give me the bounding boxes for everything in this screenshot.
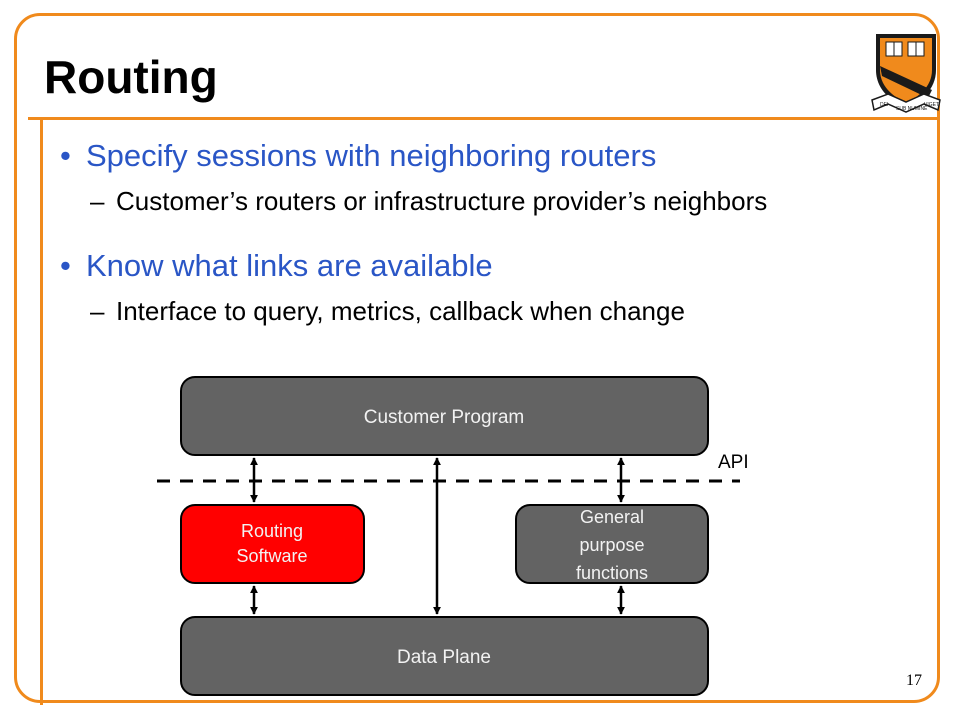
customer-program-label: Customer Program bbox=[364, 407, 525, 428]
sub-bullet-2: –Interface to query, metrics, callback w… bbox=[90, 296, 685, 327]
general-purpose-box bbox=[515, 504, 709, 584]
page-number: 17 bbox=[906, 672, 922, 689]
slide-title: Routing bbox=[44, 51, 218, 103]
university-shield-icon: DEI SUB NUMINE VIGET bbox=[871, 34, 941, 113]
bullet-2: • Know what links are available bbox=[60, 248, 493, 284]
general-purpose-line-3: functions bbox=[576, 563, 648, 583]
general-purpose-line-2: purpose bbox=[579, 535, 644, 555]
sub-bullet-1-text: Customer’s routers or infrastructure pro… bbox=[116, 186, 768, 216]
data-plane-box bbox=[180, 616, 709, 696]
left-divider bbox=[40, 117, 43, 705]
routing-software-box bbox=[180, 504, 365, 584]
slide-frame bbox=[14, 13, 940, 703]
sub-bullet-2-text: Interface to query, metrics, callback wh… bbox=[116, 296, 685, 326]
data-plane-label: Data Plane bbox=[397, 647, 491, 668]
sub-bullet-dash: – bbox=[90, 186, 105, 216]
customer-program-box bbox=[180, 376, 709, 456]
routing-software-line-2: Software bbox=[236, 546, 307, 566]
api-label: API bbox=[718, 452, 749, 473]
title-divider bbox=[28, 117, 940, 120]
general-purpose-line-1: General bbox=[580, 507, 644, 527]
motto-center: SUB NUMINE bbox=[896, 106, 928, 112]
bullet-2-text: Know what links are available bbox=[86, 248, 493, 283]
bullet-1: • Specify sessions with neighboring route… bbox=[60, 138, 656, 174]
bullet-dot: • bbox=[60, 138, 71, 173]
sub-bullet-1: –Customer’s routers or infrastructure pr… bbox=[90, 186, 767, 217]
routing-software-line-1: Routing bbox=[241, 521, 303, 541]
motto-right: VIGET bbox=[924, 102, 939, 108]
sub-bullet-dash: – bbox=[90, 296, 105, 326]
bullet-1-text: Specify sessions with neighboring router… bbox=[86, 138, 657, 173]
motto-left: DEI bbox=[880, 102, 888, 108]
bullet-dot: • bbox=[60, 248, 71, 283]
